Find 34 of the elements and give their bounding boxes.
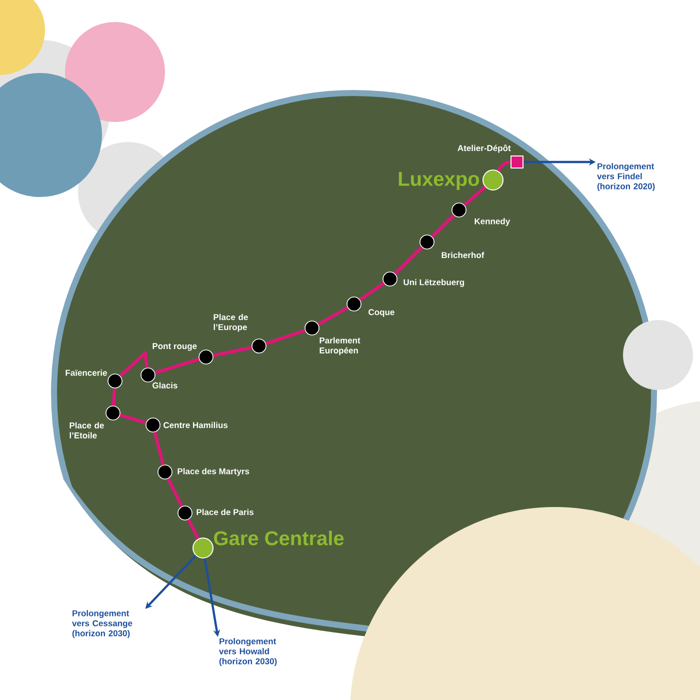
station-label: Kennedy: [474, 218, 510, 226]
extension-note: Prolongement vers Findel (horizon 2020): [597, 163, 655, 191]
tram-line: [359, 282, 385, 302]
station-label: Place de l’Etoile: [70, 422, 104, 438]
station-label: Coque: [368, 309, 394, 317]
station-label: Place de Paris: [196, 508, 254, 516]
station-label: Atelier-Dépôt: [458, 144, 511, 153]
tram-line: [496, 160, 511, 172]
tram-line: [212, 346, 252, 358]
tram-line: [153, 432, 165, 466]
tram-line: [166, 478, 184, 508]
station-label: Faïencerie: [66, 370, 107, 376]
tram-line: [119, 351, 149, 378]
station-label: Parlement Européen: [320, 337, 360, 356]
station-label: Uni Lëtzebuerg: [404, 279, 464, 287]
station-label: Bricherhof: [442, 252, 484, 258]
tram-line: [464, 186, 486, 206]
station-label: Centre Hamilius: [164, 422, 228, 428]
tram-line: [112, 388, 116, 406]
station-label: Place des Martyrs: [178, 468, 250, 476]
station-label: Place de l’Europe: [214, 314, 248, 332]
tram-line: [266, 328, 306, 346]
tram-line: [431, 214, 455, 238]
terminal-label: Luxexpo: [398, 172, 480, 190]
extension-note: Prolongement vers Cessange (horizon 2030): [72, 610, 132, 638]
tram-line: [394, 246, 423, 275]
station-label: Pont rouge: [152, 343, 197, 351]
terminal-label: Gare Centrale: [214, 530, 344, 546]
extension-note: Prolongement vers Howald (horizon 2030): [219, 638, 277, 666]
tram-line: [154, 358, 200, 374]
tram-line: [120, 414, 146, 424]
tram-line: [186, 518, 200, 540]
tram-line: [318, 306, 348, 326]
station-label: Glacis: [152, 382, 178, 388]
